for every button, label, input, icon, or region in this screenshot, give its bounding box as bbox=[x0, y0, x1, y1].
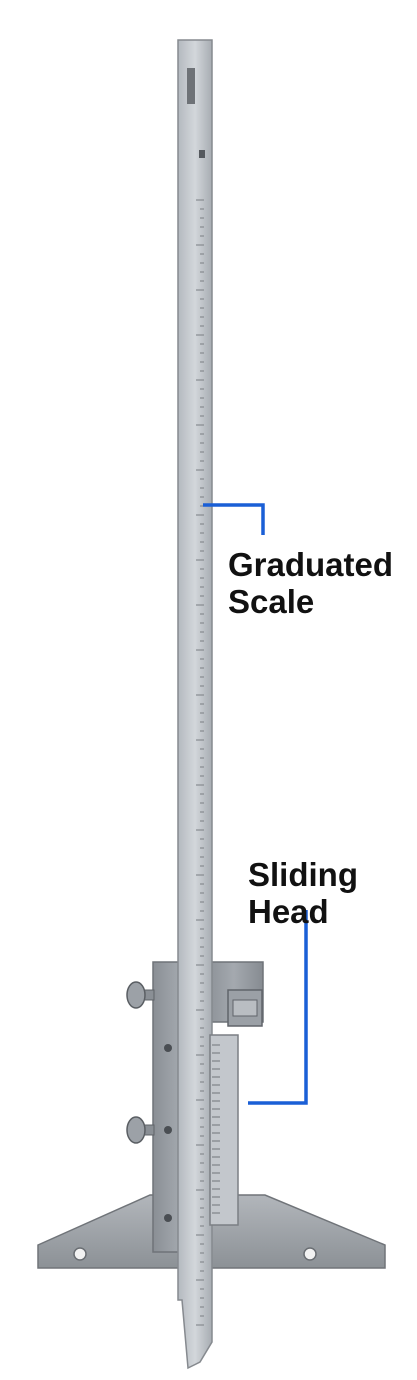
graduated-scale-leader bbox=[203, 503, 265, 535]
scale-ticks bbox=[196, 199, 204, 1326]
screw-icon bbox=[164, 1214, 172, 1222]
locking-knob-upper bbox=[126, 981, 155, 1009]
screw-icon bbox=[164, 1044, 172, 1052]
screw-icon bbox=[164, 1126, 172, 1134]
vernier-plate bbox=[209, 1034, 239, 1226]
graduated-blade bbox=[177, 39, 213, 1370]
sliding-head-leader bbox=[248, 910, 308, 1105]
locking-knob-lower bbox=[126, 1116, 155, 1144]
brand-mark bbox=[187, 68, 195, 104]
base-hole-right bbox=[303, 1247, 317, 1261]
base-hole-left bbox=[73, 1247, 87, 1261]
